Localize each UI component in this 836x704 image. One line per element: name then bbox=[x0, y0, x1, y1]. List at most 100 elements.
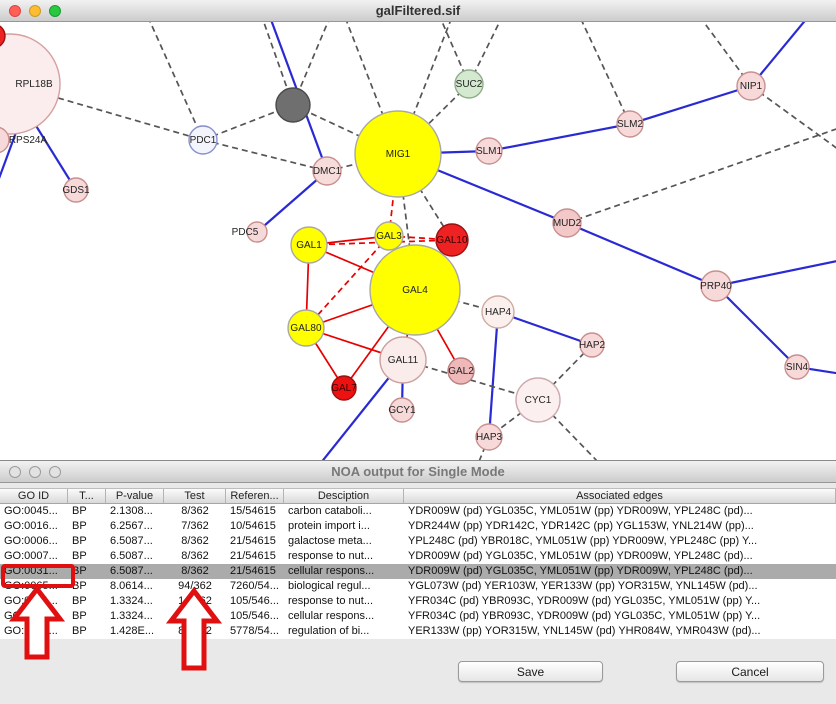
network-node-GAL1[interactable] bbox=[290, 226, 328, 264]
network-node-RPS24A[interactable] bbox=[0, 126, 10, 154]
cell-test: 8/362 bbox=[181, 550, 209, 562]
network-node-label: GAL1 bbox=[296, 240, 322, 251]
network-node-label: SIN4 bbox=[786, 362, 809, 373]
cell-description: response to nut... bbox=[288, 550, 373, 562]
network-edge bbox=[566, 221, 717, 288]
network-node-label: GDS1 bbox=[62, 185, 90, 196]
network-node-GAL11[interactable] bbox=[379, 336, 427, 384]
network-node-label: HAP3 bbox=[476, 432, 503, 443]
cell-description: protein import i... bbox=[288, 520, 370, 532]
network-node-GAL4[interactable] bbox=[369, 244, 461, 336]
network-node-SIN4[interactable] bbox=[784, 354, 810, 380]
network-node-GDS1[interactable] bbox=[63, 177, 89, 203]
column-header-description[interactable]: Desciption bbox=[284, 489, 404, 503]
cell-go_id: GO:0031... bbox=[4, 565, 58, 577]
network-node-HAP3[interactable] bbox=[475, 423, 503, 451]
cell-type: BP bbox=[72, 535, 87, 547]
network-node-GAL10[interactable] bbox=[435, 223, 469, 257]
network-node-DMC1[interactable] bbox=[312, 156, 342, 186]
cell-p_value: 6.5087... bbox=[110, 535, 153, 547]
network-node-NIP1[interactable] bbox=[736, 71, 766, 101]
network-node-label: SLM1 bbox=[476, 146, 503, 157]
network-node-PDC5[interactable] bbox=[246, 221, 268, 243]
network-node-gray1[interactable] bbox=[275, 87, 311, 123]
network-node-GCY1[interactable] bbox=[389, 397, 415, 423]
minimize-button[interactable] bbox=[29, 4, 41, 17]
cell-description: galactose meta... bbox=[288, 535, 372, 547]
network-node-MUD2[interactable] bbox=[552, 208, 582, 238]
cell-type: BP bbox=[72, 580, 87, 592]
network-node-label: PRP40 bbox=[700, 281, 732, 292]
network-node-CYC1[interactable] bbox=[515, 377, 561, 423]
network-window-titlebar[interactable]: galFiltered.sif bbox=[0, 0, 836, 22]
column-header-reference[interactable]: Referen... bbox=[226, 489, 284, 503]
network-edge bbox=[487, 311, 500, 438]
network-edge bbox=[149, 22, 204, 141]
cell-type: BP bbox=[72, 625, 87, 637]
network-node-PDC1[interactable] bbox=[188, 125, 218, 155]
network-node-GAL3[interactable] bbox=[374, 221, 404, 251]
network-node-label: GAL10 bbox=[436, 235, 468, 246]
cell-p_value: 8.0614... bbox=[110, 580, 153, 592]
column-header-go_id[interactable]: GO ID bbox=[0, 489, 68, 503]
cell-p_value: 1.3324... bbox=[110, 610, 153, 622]
cell-type: BP bbox=[72, 520, 87, 532]
network-node-label: RPS24A bbox=[9, 135, 48, 146]
cell-go_id: GO:0031... bbox=[4, 610, 58, 622]
zoom-button[interactable] bbox=[49, 4, 61, 17]
minimize-button[interactable] bbox=[29, 465, 41, 478]
network-window-title: galFiltered.sif bbox=[375, 3, 461, 18]
cell-type: BP bbox=[72, 610, 87, 622]
network-node-RPL18B[interactable] bbox=[0, 33, 61, 135]
zoom-button[interactable] bbox=[49, 465, 61, 478]
cell-reference: 21/54615 bbox=[230, 550, 276, 562]
network-node-MIG1[interactable] bbox=[354, 110, 442, 198]
network-node-SLM1[interactable] bbox=[475, 137, 503, 165]
cell-go_id: GO:0065... bbox=[4, 580, 58, 592]
network-node-SLM2[interactable] bbox=[616, 110, 644, 138]
cell-description: response to nut... bbox=[288, 595, 373, 607]
close-button[interactable] bbox=[9, 4, 21, 17]
close-button[interactable] bbox=[9, 465, 21, 478]
network-edge bbox=[305, 235, 390, 329]
column-header-edges[interactable]: Associated edges bbox=[404, 489, 836, 503]
column-header-p_value[interactable]: P-value bbox=[106, 489, 164, 503]
network-node-label: MUD2 bbox=[553, 218, 582, 229]
cancel-button[interactable]: Cancel bbox=[676, 661, 824, 682]
cell-description: carbon cataboli... bbox=[288, 505, 372, 517]
network-node-PRP40[interactable] bbox=[700, 270, 732, 302]
noa-window-titlebar[interactable]: NOA output for Single Mode bbox=[0, 461, 836, 483]
network-node-label: MIG1 bbox=[386, 149, 411, 160]
network-node-GAL2[interactable] bbox=[447, 357, 475, 385]
column-header-type[interactable]: T... bbox=[68, 489, 106, 503]
network-canvas[interactable]: RPL18BRPS24AGDS1PDC1DMC1MIG1SUC2SLM1SLM2… bbox=[0, 22, 836, 460]
network-node-HAP2[interactable] bbox=[579, 332, 605, 358]
cell-reference: 21/54615 bbox=[230, 565, 276, 577]
column-header-test[interactable]: Test bbox=[164, 489, 226, 503]
network-node-GAL7[interactable] bbox=[331, 375, 357, 401]
network-node-SUC2[interactable] bbox=[454, 69, 484, 99]
cell-p_value: 1.428E... bbox=[110, 625, 155, 637]
network-node-label: CYC1 bbox=[525, 395, 552, 406]
cell-test: 14/362 bbox=[178, 595, 212, 607]
noa-window-title: NOA output for Single Mode bbox=[331, 464, 505, 479]
cell-test: 80/362 bbox=[178, 625, 212, 637]
network-node-HAP4[interactable] bbox=[481, 295, 515, 329]
cell-type: BP bbox=[72, 550, 87, 562]
cell-go_id: GO:0031... bbox=[4, 595, 58, 607]
network-node-GAL80[interactable] bbox=[287, 309, 325, 347]
network-node-label: GAL7 bbox=[331, 383, 357, 394]
network-node-rednode-topleft[interactable] bbox=[0, 24, 6, 48]
save-button[interactable]: Save bbox=[458, 661, 603, 682]
network-edge bbox=[256, 170, 328, 233]
